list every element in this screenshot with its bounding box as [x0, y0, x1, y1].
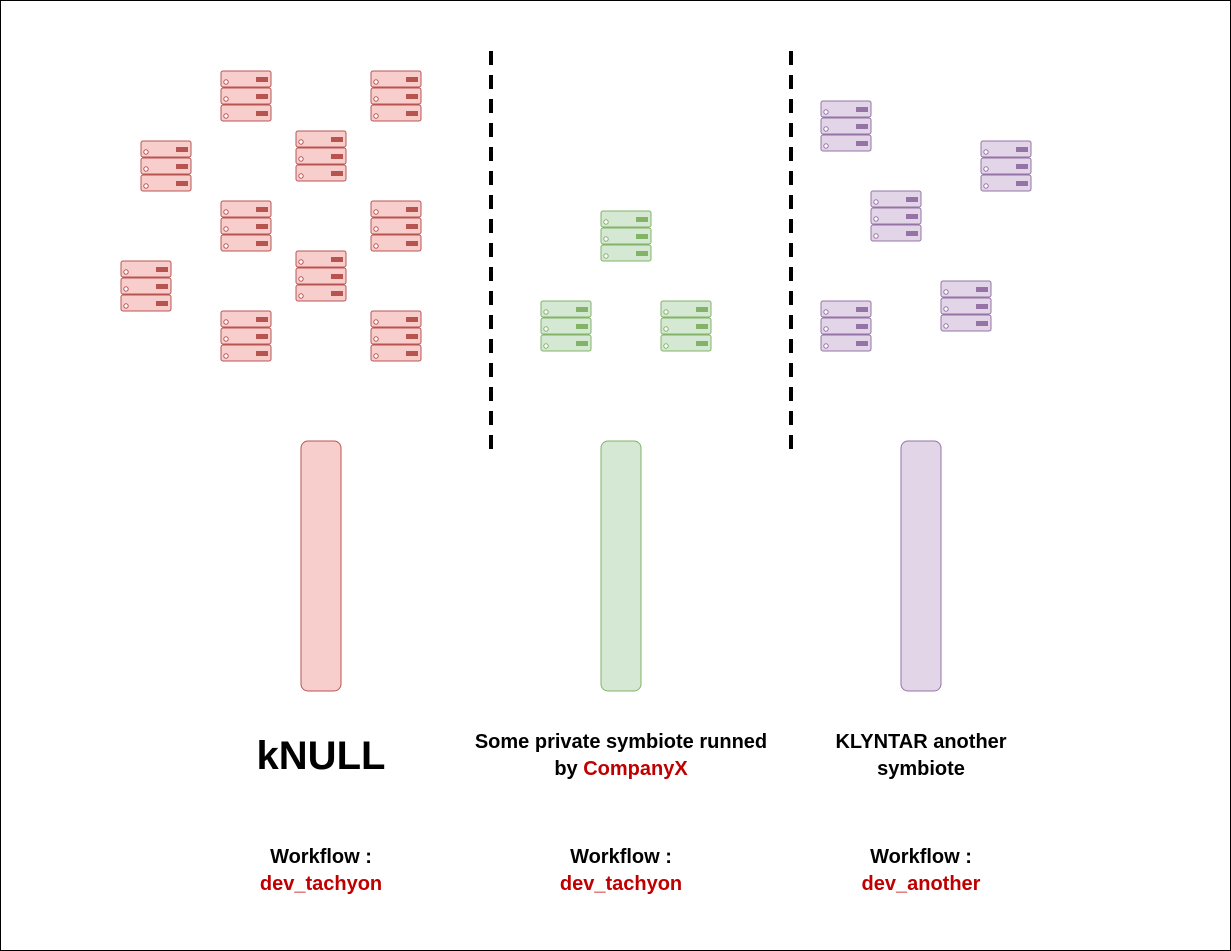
server-rack-icon	[295, 130, 347, 182]
server-rack-icon	[820, 100, 872, 152]
knull-title: kNULL	[256, 734, 386, 778]
server-rack-icon	[980, 140, 1032, 192]
server-rack-icon	[370, 310, 422, 362]
workflow-block-another: Workflow : dev_another	[801, 844, 1041, 898]
server-rack-icon	[370, 70, 422, 122]
server-rack-icon	[540, 300, 592, 352]
workflow-block-knull: Workflow : dev_tachyon	[201, 844, 441, 898]
private-symbiote-title-text: Some private symbiote runned by	[474, 731, 768, 780]
server-rack-icon	[140, 140, 192, 192]
server-rack-icon	[600, 210, 652, 262]
server-rack-icon	[940, 280, 992, 332]
workflow-label: Workflow :	[570, 846, 672, 868]
server-rack-icon	[820, 300, 872, 352]
symbiote-bar-2	[600, 440, 642, 692]
server-rack-icon	[660, 300, 712, 352]
workflow-name: dev_another	[861, 873, 981, 895]
companyx-label: CompanyX	[583, 758, 688, 780]
symbiote-bar-3	[900, 440, 942, 692]
symbiote-bar-1	[300, 440, 342, 692]
server-rack-icon	[295, 250, 347, 302]
workflow-label: Workflow :	[870, 846, 972, 868]
workflow-name: dev_tachyon	[559, 873, 683, 895]
another-symbiote-title: KLYNTAR another symbiote	[835, 731, 1007, 780]
server-rack-icon	[370, 200, 422, 252]
server-rack-icon	[120, 260, 172, 312]
workflow-label: Workflow :	[270, 846, 372, 868]
server-rack-icon	[870, 190, 922, 242]
workflow-block-private: Workflow : dev_tachyon	[501, 844, 741, 898]
workflow-name: dev_tachyon	[259, 873, 383, 895]
private-symbiote-title: Some private symbiote runned by CompanyX	[471, 729, 771, 783]
server-rack-icon	[220, 70, 272, 122]
server-rack-icon	[220, 310, 272, 362]
server-rack-icon	[220, 200, 272, 252]
